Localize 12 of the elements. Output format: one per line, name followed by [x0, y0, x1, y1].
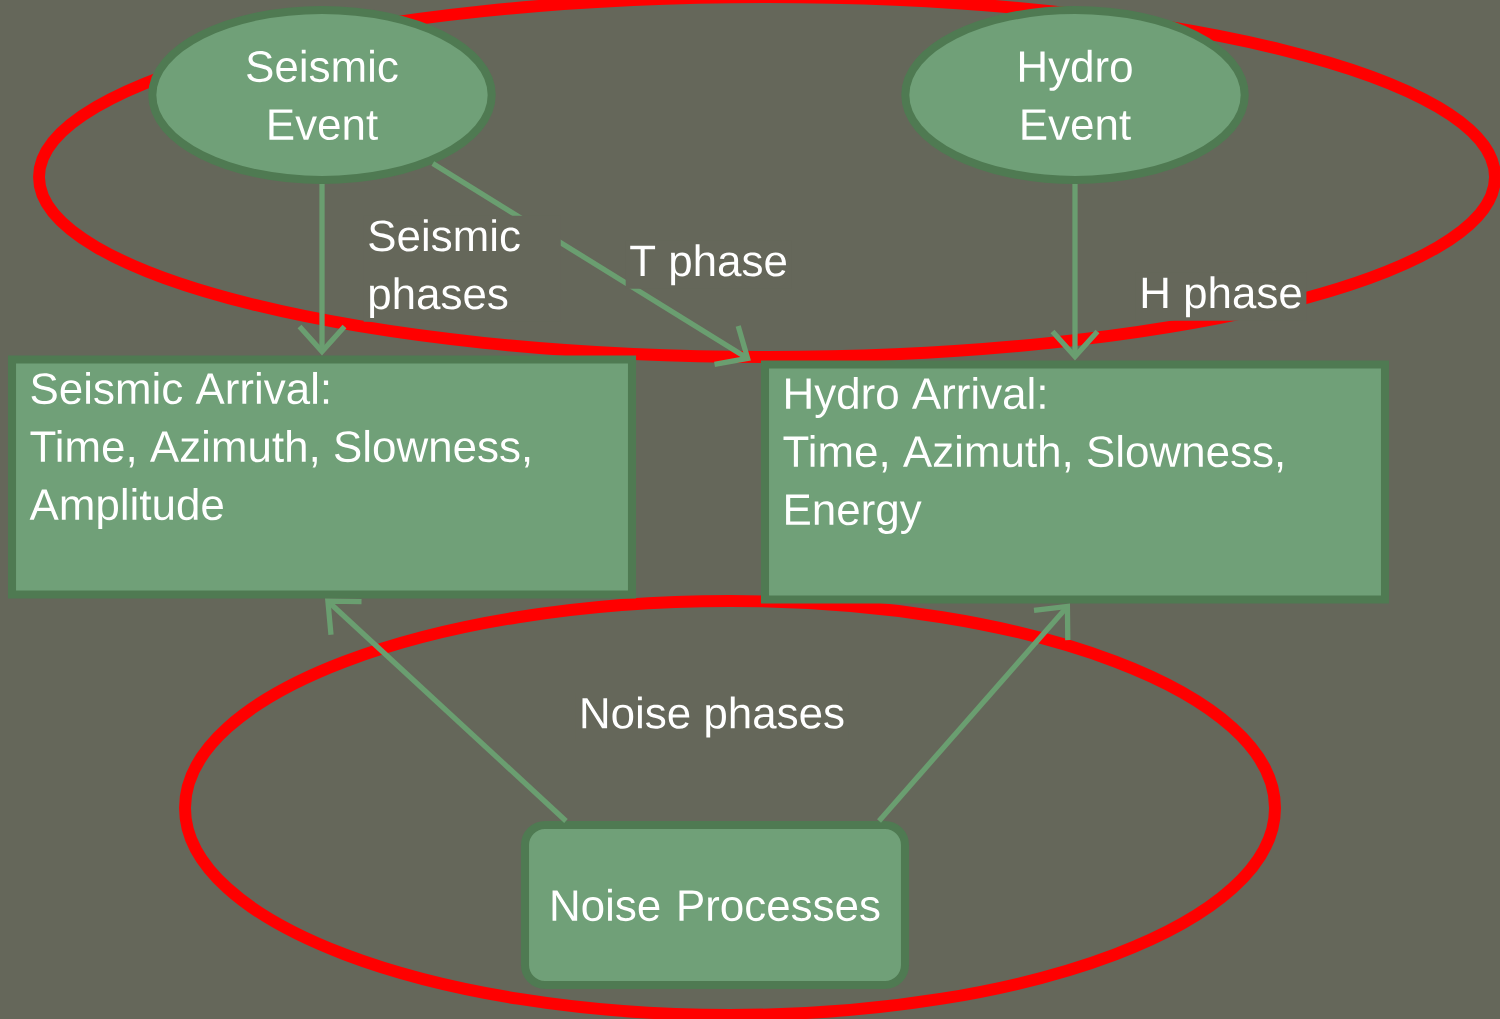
- arrival-box: Seismic Arrival: Time, Azimuth, Slowness, Amplitude: [7, 355, 637, 599]
- arrow: [1050, 184, 1100, 361]
- edge-label: H phase: [1135, 272, 1307, 321]
- arrival-box: Hydro Arrival: Time, Azimuth, Slowness, Energy: [760, 360, 1390, 604]
- edge-label: T phase: [625, 240, 792, 289]
- arrow: [325, 598, 568, 823]
- edge-label: Seismic phases: [363, 215, 561, 322]
- arrow: [431, 161, 751, 367]
- arrow: [877, 603, 1071, 823]
- arrow: [297, 184, 347, 356]
- process-box: Noise Processes: [520, 820, 910, 989]
- phase-label: Noise phases: [575, 693, 849, 741]
